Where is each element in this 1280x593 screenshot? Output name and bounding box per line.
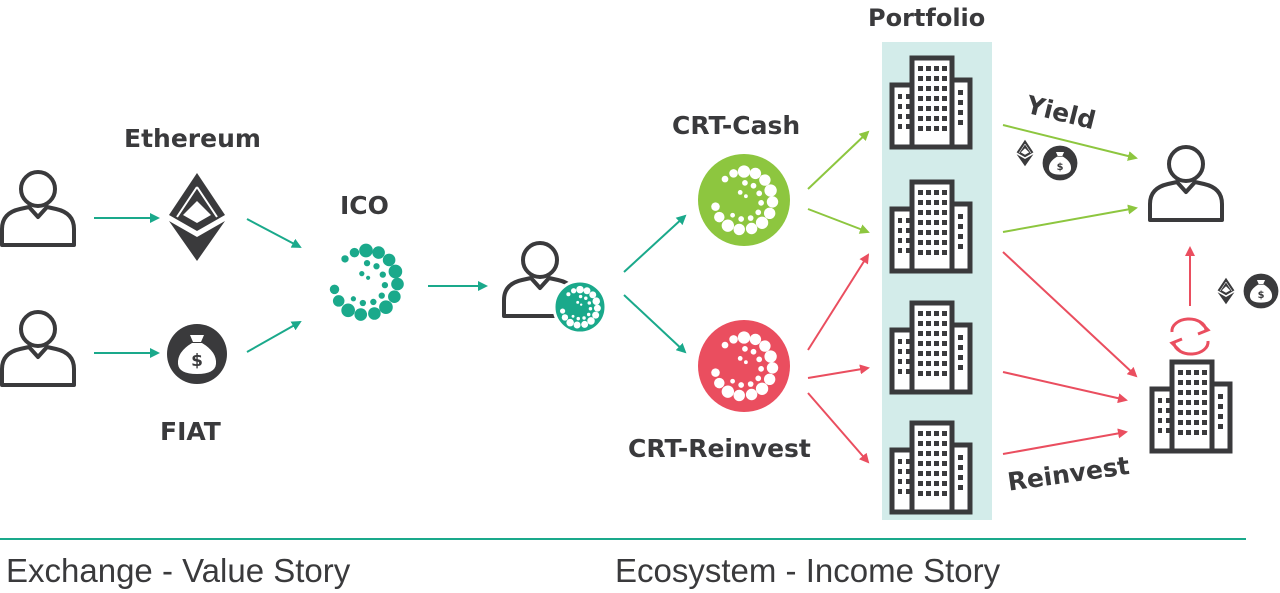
exchange-section-title: Exchange - Value Story bbox=[6, 552, 351, 589]
reinvest-building-icon bbox=[1152, 362, 1230, 451]
portfolio-label: Portfolio bbox=[868, 4, 986, 32]
money-bag-icon bbox=[167, 324, 227, 384]
reinvest-eth-icon bbox=[1217, 277, 1235, 305]
fiat-label: FIAT bbox=[160, 417, 221, 446]
cycle-arrows-icon bbox=[1169, 317, 1211, 356]
crt-reinvest-label: CRT-Reinvest bbox=[628, 434, 811, 463]
yield-flow-arrows bbox=[807, 124, 1138, 234]
yield-money-bag-icon bbox=[1042, 145, 1078, 181]
yield-user-icon bbox=[1148, 145, 1224, 222]
reinvest-money-bag-icon bbox=[1243, 273, 1279, 309]
value-flow-arrows bbox=[94, 213, 687, 358]
yield-eth-icon bbox=[1016, 139, 1034, 167]
user-fiat-icon bbox=[0, 310, 76, 387]
ico-label: ICO bbox=[340, 191, 389, 220]
user-ethereum-icon bbox=[0, 170, 76, 247]
ethereum-label: Ethereum bbox=[124, 124, 261, 153]
ecosystem-section-title: Ecosystem - Income Story bbox=[615, 552, 1001, 589]
ethereum-icon bbox=[168, 172, 226, 262]
crt-cash-label: CRT-Cash bbox=[672, 111, 801, 140]
ico-token-icon bbox=[329, 243, 404, 321]
reinvest-flow-arrows bbox=[807, 246, 1195, 464]
